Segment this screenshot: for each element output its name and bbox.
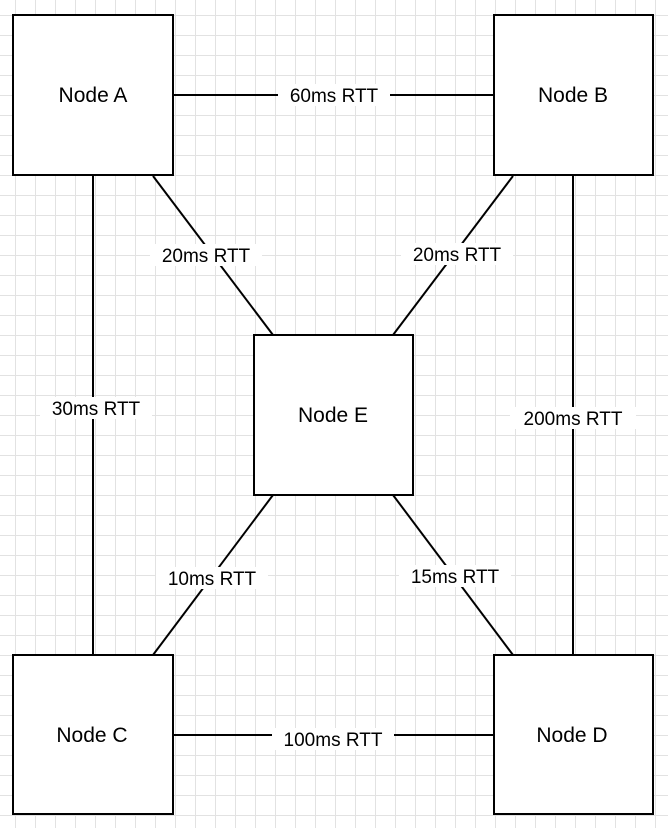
- edge-label-b-d: 200ms RTT: [510, 407, 636, 430]
- node-b-label: Node B: [538, 84, 608, 107]
- node-e-label: Node E: [298, 404, 368, 427]
- edge-label-c-d: 100ms RTT: [272, 728, 394, 751]
- node-d-label: Node D: [536, 724, 607, 747]
- edge-label-a-e: 20ms RTT: [150, 244, 262, 267]
- node-c-label: Node C: [56, 724, 127, 747]
- node-e[interactable]: Node E: [253, 334, 414, 496]
- svg-text:60ms RTT: 60ms RTT: [290, 86, 379, 107]
- node-b[interactable]: Node B: [493, 14, 654, 176]
- node-c[interactable]: Node C: [12, 654, 174, 815]
- svg-text:15ms RTT: 15ms RTT: [411, 567, 500, 588]
- svg-text:20ms RTT: 20ms RTT: [413, 245, 502, 266]
- edge-label-b-e: 20ms RTT: [401, 243, 513, 266]
- svg-text:10ms RTT: 10ms RTT: [168, 569, 257, 590]
- node-a[interactable]: Node A: [12, 14, 174, 176]
- svg-text:30ms RTT: 30ms RTT: [52, 399, 141, 420]
- node-a-label: Node A: [59, 84, 128, 107]
- node-d[interactable]: Node D: [493, 654, 654, 815]
- svg-text:20ms RTT: 20ms RTT: [162, 246, 251, 267]
- svg-text:100ms RTT: 100ms RTT: [284, 730, 383, 751]
- edge-label-a-c: 30ms RTT: [40, 397, 152, 420]
- svg-text:200ms RTT: 200ms RTT: [524, 409, 623, 430]
- edge-label-a-b: 60ms RTT: [278, 84, 390, 107]
- edge-label-e-c: 10ms RTT: [156, 567, 268, 590]
- edge-label-e-d: 15ms RTT: [399, 565, 511, 588]
